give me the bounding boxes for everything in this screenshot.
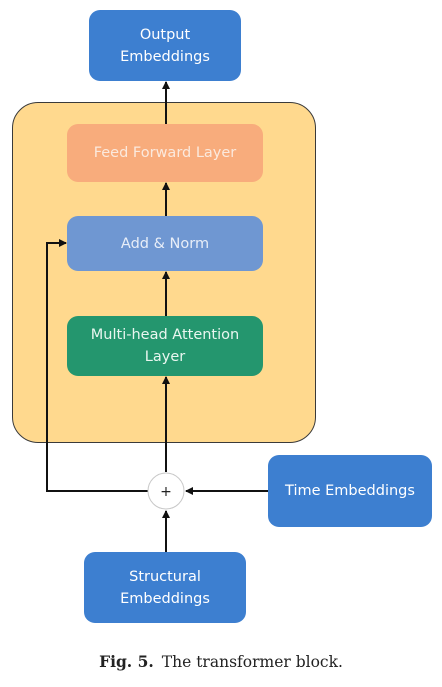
add-norm-box: Add & Norm [67,216,263,271]
feed-forward-layer-box: Feed Forward Layer [67,124,263,182]
figure-caption-text: The transformer block. [161,653,343,671]
figure-caption: Fig. 5. The transformer block. [0,652,442,671]
multi-head-attention-label: Multi-head Attention Layer [90,327,240,365]
figure-label: Fig. 5. [99,652,154,671]
structural-embeddings-box: Structural Embeddings [84,552,246,623]
feed-forward-layer-label: Feed Forward Layer [93,145,237,161]
multi-head-attention-box: Multi-head Attention Layer [67,316,263,376]
output-embeddings-label: Output Embeddings [120,26,210,65]
time-embeddings-box: Time Embeddings [268,455,432,527]
output-embeddings-box: Output Embeddings [89,10,241,81]
structural-embeddings-label: Structural Embeddings [120,568,210,607]
time-embeddings-label: Time Embeddings [285,483,415,499]
add-norm-label: Add & Norm [120,235,210,252]
